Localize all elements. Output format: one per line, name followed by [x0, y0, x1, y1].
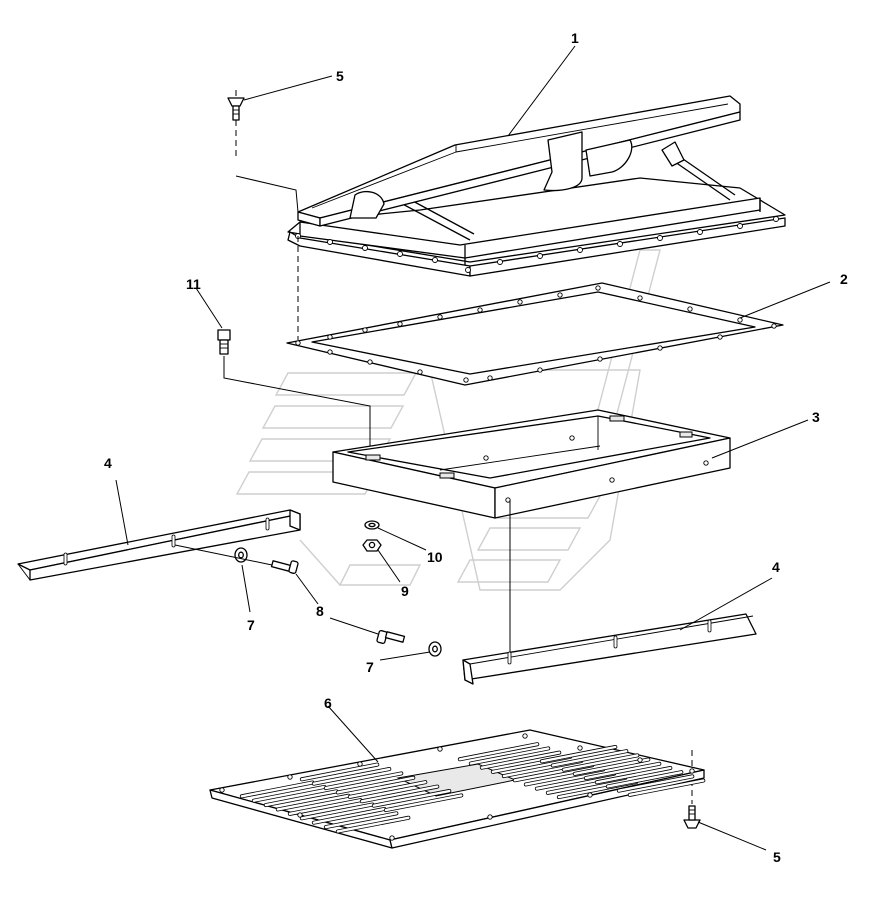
- leader-slot-screw: [174, 544, 273, 566]
- callout-leaders: [115, 45, 831, 851]
- callout-1: 1: [571, 30, 579, 46]
- callout-7-right: 7: [366, 659, 374, 675]
- vent-slot: [323, 811, 399, 830]
- vent-slot: [335, 815, 411, 834]
- vent-slot: [583, 761, 662, 781]
- part-4-angle-bracket-right: [462, 613, 757, 685]
- vent-slot: [299, 762, 380, 782]
- part-3-box-frame: [332, 409, 731, 660]
- vent-slot: [594, 765, 673, 785]
- part-11-bolt: [217, 329, 371, 455]
- callout-labels: 1 2 3 4 4 5 5 6 7 7 8 9 10 11: [104, 30, 848, 865]
- part-2-gasket: [286, 282, 784, 386]
- vent-slot: [383, 793, 464, 813]
- callout-8: 8: [316, 603, 324, 619]
- vent-slot: [468, 746, 551, 766]
- part-9-nut: [362, 539, 382, 552]
- callout-5-bottom: 5: [773, 849, 781, 865]
- vent-slot: [627, 778, 706, 797]
- vent-slot: [539, 744, 618, 764]
- callout-9: 9: [401, 583, 409, 599]
- vent-slot: [371, 789, 452, 808]
- vent-slots: [239, 742, 706, 834]
- vent-slot: [605, 770, 684, 789]
- callout-7-left: 7: [247, 617, 255, 633]
- vent-slot: [347, 780, 428, 799]
- callout-10: 10: [427, 549, 443, 565]
- vent-slot: [479, 750, 562, 770]
- vent-slot: [311, 767, 392, 786]
- vent-slot: [323, 771, 404, 791]
- gasket-holes: [295, 285, 777, 383]
- part-8-screw-lower: [376, 629, 406, 645]
- part-6-vent-plate: [209, 729, 706, 849]
- vent-slot: [335, 775, 416, 795]
- callout-4-left: 4: [104, 455, 112, 471]
- vent-slot: [359, 784, 440, 804]
- callout-5-top: 5: [336, 68, 344, 84]
- part-1-roof-hatch: [235, 90, 786, 340]
- callout-3: 3: [812, 409, 820, 425]
- callout-2: 2: [840, 271, 848, 287]
- vent-slot: [616, 774, 695, 793]
- part-10-washer: [364, 520, 380, 530]
- vent-slot: [572, 757, 651, 776]
- part-5-screw-bottom: [683, 750, 701, 829]
- part-5-screw-top: [227, 97, 245, 121]
- vent-slot: [550, 749, 629, 768]
- part-8-screw-upper: [270, 560, 299, 575]
- callout-6: 6: [324, 695, 332, 711]
- plate-holes: [219, 733, 695, 841]
- vent-slot: [457, 742, 540, 762]
- part-7-washer-right: [428, 641, 442, 657]
- callout-11: 11: [186, 276, 201, 292]
- part-4-angle-bracket-left: [17, 509, 301, 581]
- callout-4-right: 4: [772, 559, 780, 575]
- vent-slot: [561, 753, 640, 772]
